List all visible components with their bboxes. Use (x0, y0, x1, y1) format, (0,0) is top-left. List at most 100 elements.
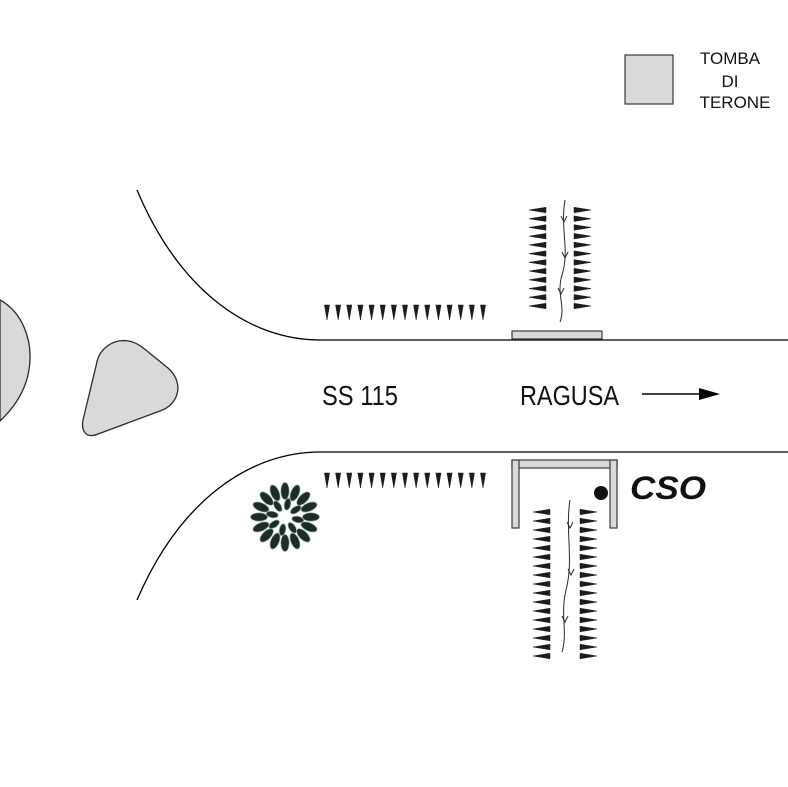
hedge-row-icon (528, 215, 547, 222)
footpath-chevron (561, 615, 569, 624)
hedge-row-icon (579, 580, 598, 588)
north-gate-structure (511, 330, 603, 340)
tree-leaf (259, 491, 274, 506)
arrow-right-icon (642, 388, 720, 400)
hedge-row-icon (528, 302, 547, 310)
point-marker-icon (594, 486, 608, 500)
hedge-row-icon (480, 304, 486, 321)
hedge-row-icon (532, 562, 551, 570)
footpath-chevron (566, 521, 574, 530)
road-destination-label: RAGUSA (520, 380, 619, 411)
hedge-row-icon (424, 304, 431, 321)
hedge-row-icon (528, 294, 547, 301)
hedge-row-icon (435, 472, 442, 489)
hedge-row-icon (532, 526, 551, 534)
hedge-row-icon (379, 472, 386, 489)
legend-label-line-3: TERONE (700, 93, 771, 112)
road: SS 115 RAGUSA (136, 189, 788, 601)
hedge-row-icon (532, 571, 551, 579)
footpath-arrow-icon (557, 215, 569, 296)
hedge-row-icon (579, 625, 598, 633)
hedge-row-icon (573, 250, 592, 257)
hedge-row-icon (468, 304, 475, 321)
road-edge-south (136, 451, 788, 601)
hedge-row-icon (579, 508, 598, 516)
hedge-row-icon (335, 304, 342, 321)
north-lane-hedge-left (528, 206, 547, 310)
hedge-row-icon (579, 652, 598, 660)
hedge-row-icon (324, 472, 330, 489)
hedge-row-icon (528, 250, 547, 257)
tree-leaf (280, 534, 290, 552)
hedge-row-icon (573, 233, 592, 240)
hedge-row-icon (573, 215, 592, 222)
road-edge-north (136, 189, 788, 341)
tree-leaf (283, 497, 292, 511)
hedge-row-icon (579, 535, 598, 543)
hedge-row-icon (579, 571, 598, 579)
hedge-row-icon (579, 643, 598, 651)
south-gate-right-post (609, 459, 618, 529)
hedge-row-icon (457, 472, 464, 489)
tree-leaf (302, 512, 320, 522)
hedge-row-icon (573, 224, 592, 231)
hedge-row-icon (528, 259, 547, 266)
hedge-row-icon (532, 589, 551, 597)
hedge-row-icon (579, 562, 598, 570)
tree-leaf (250, 512, 268, 522)
hedge-row-icon (579, 517, 598, 525)
hedge-row-icon (573, 267, 592, 275)
north-lane-hedge-right (573, 206, 592, 310)
hedge-row-icon (573, 206, 592, 214)
tree-leaf (269, 532, 281, 550)
hedge-row-icon (346, 304, 353, 321)
tree-leaf (289, 484, 301, 502)
tree-leaf (296, 491, 311, 506)
tomb-swatch-icon (624, 54, 674, 105)
south-lane-hedge-right (579, 508, 598, 660)
hedge-row-icon (532, 625, 551, 633)
hedge-row-icon (573, 285, 592, 292)
hedge-row-icon (573, 276, 592, 283)
footpath-chevron (561, 251, 569, 260)
hedge-row-icon (573, 241, 592, 249)
hedge-row-icon (402, 472, 408, 489)
hedge-row-icon (532, 643, 551, 651)
hedge-row-icon (335, 472, 342, 489)
tree-leaf (268, 519, 280, 529)
rock-outcrops (0, 299, 179, 437)
hedge-row-icon (532, 553, 551, 561)
hedge-row-icon (424, 472, 431, 489)
hedge-row-icon (532, 580, 551, 588)
south-gate-top (511, 459, 618, 469)
hedge-row-icon (446, 304, 453, 321)
site-label: CSO (630, 470, 706, 506)
hedge-row-icon (579, 616, 598, 624)
hedge-row-icon (390, 472, 397, 489)
hedge-row-icon (357, 472, 364, 489)
hedge-row-icon (390, 304, 397, 321)
hedge-row-icon (573, 294, 592, 301)
hedge-row-icon (346, 472, 353, 489)
hedge-row-icon (379, 304, 386, 321)
north-lane (511, 199, 603, 340)
hedge-row-icon (532, 616, 551, 624)
footpath-chevron (567, 568, 575, 577)
hedge-row-icon (402, 304, 408, 321)
hedge-row-icon (573, 259, 592, 266)
hedge-row-icon (435, 304, 442, 321)
footpath-arrow-icon (561, 521, 575, 624)
hedge-row-icon (528, 285, 547, 292)
hedge-row-icon (579, 544, 598, 552)
south-gate-left-post (511, 459, 520, 529)
tree-leaf (300, 501, 318, 513)
legend-label-line-1: TOMBA (700, 49, 761, 68)
hedge-row-icon (532, 508, 551, 516)
hedge-row-icon (579, 607, 598, 615)
hedge-row-icon (457, 304, 464, 321)
tree-leaf (269, 484, 281, 502)
footpath-chevron (560, 215, 568, 224)
tree-leaf (289, 532, 301, 550)
tree-leaf (273, 500, 283, 512)
